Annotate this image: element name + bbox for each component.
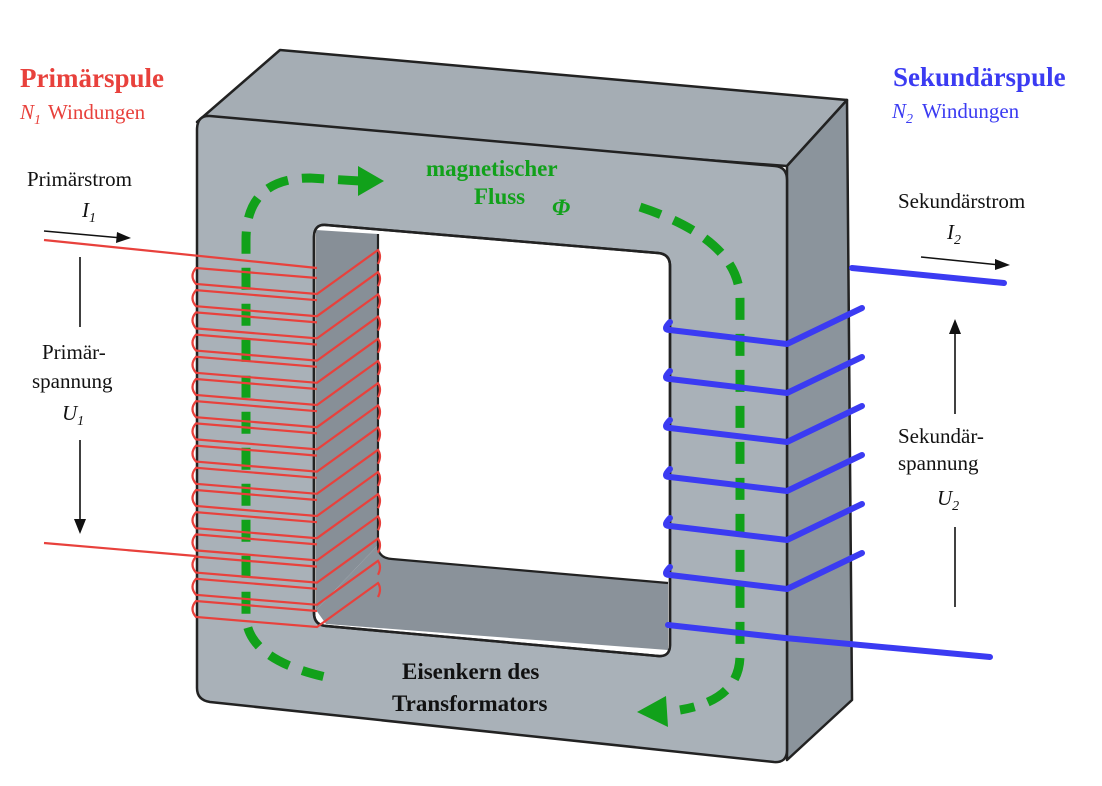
primary-turn xyxy=(191,514,382,562)
primary-turn xyxy=(191,381,382,429)
core-labels: Eisenkern des Transformators xyxy=(392,659,547,716)
flux-label-2: Fluss xyxy=(474,184,525,209)
secondary-current-arrow xyxy=(920,256,1001,266)
secondary-turn xyxy=(663,501,865,543)
flux-symbol: Φ xyxy=(552,195,570,220)
primary-turn xyxy=(191,581,382,629)
primary-voltage-symbol: U1 xyxy=(62,401,84,429)
flux-arrow-bottom xyxy=(637,696,668,727)
window-outline xyxy=(312,223,672,658)
primary-turn xyxy=(191,292,382,340)
primary-turn xyxy=(191,537,382,584)
primary-turn xyxy=(191,492,382,540)
secondary-turn xyxy=(663,550,865,592)
primary-current-symbol: I1 xyxy=(81,198,96,226)
primary-turn xyxy=(191,248,382,296)
secondary-turn xyxy=(663,403,865,445)
window-back-edge xyxy=(376,234,669,585)
primary-coil xyxy=(43,238,382,629)
primary-turn xyxy=(191,426,382,473)
primary-coil-title: Primärspule xyxy=(20,63,164,93)
primary-turn xyxy=(191,359,382,407)
secondary-lead-bottom xyxy=(665,622,993,660)
core-side-face xyxy=(785,98,854,762)
secondary-coil-title: Sekundärspule xyxy=(893,62,1066,92)
secondary-coil xyxy=(663,265,1007,660)
primary-lead-top xyxy=(43,238,318,270)
primary-turn xyxy=(191,448,382,495)
secondary-current-arrowhead xyxy=(995,259,1010,270)
secondary-voltage-arrowhead xyxy=(949,319,961,334)
secondary-turn xyxy=(663,452,865,494)
primary-current-arrowhead xyxy=(116,232,131,243)
secondary-turn xyxy=(663,305,865,347)
window-inner-bottom xyxy=(316,545,668,650)
primary-turn xyxy=(191,337,382,384)
flux-arrow-top xyxy=(358,166,384,196)
primary-turn xyxy=(191,559,382,606)
primary-turn xyxy=(191,470,382,518)
primary-turns xyxy=(191,248,382,629)
core-label-2: Transformators xyxy=(392,691,547,716)
primary-voltage-arrowhead xyxy=(74,519,86,534)
secondary-turns xyxy=(663,305,865,592)
arrows xyxy=(43,230,1010,607)
window-inner-left xyxy=(316,230,378,610)
primary-current-arrow xyxy=(43,230,123,239)
secondary-turn xyxy=(663,354,865,396)
secondary-voltage-label-2: spannung xyxy=(898,451,979,475)
core-label-1: Eisenkern des xyxy=(402,659,539,684)
secondary-voltage-label-1: Sekundär- xyxy=(898,424,984,448)
secondary-current-label: Sekundärstrom xyxy=(898,189,1025,213)
flux-label-1: magnetischer xyxy=(426,156,558,181)
iron-core xyxy=(195,48,854,764)
flux-labels: magnetischer Fluss Φ xyxy=(426,156,570,220)
primary-voltage-label-1: Primär- xyxy=(42,340,106,364)
primary-lead-bottom xyxy=(43,541,197,558)
primary-current-label: Primärstrom xyxy=(27,167,132,191)
primary-turn xyxy=(191,270,382,318)
secondary-voltage-symbol: U2 xyxy=(937,486,959,514)
primary-voltage-label-2: spannung xyxy=(32,369,113,393)
secondary-current-symbol: I2 xyxy=(946,220,961,248)
secondary-lead-top xyxy=(849,265,1007,286)
primary-turn xyxy=(191,403,382,451)
primary-turn xyxy=(191,315,382,362)
